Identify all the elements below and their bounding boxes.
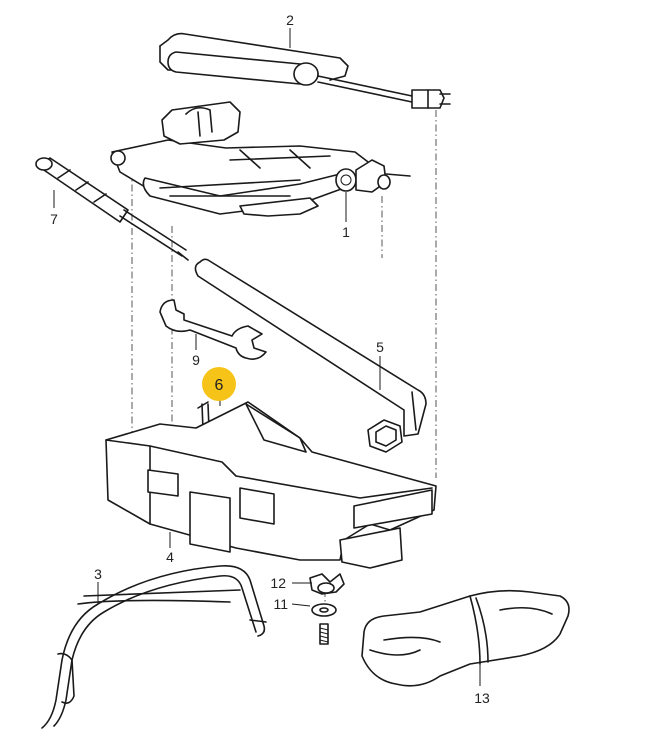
part-label-3[interactable]: 3 [94,566,102,582]
part-label-1[interactable]: 1 [342,224,350,240]
part-label-12[interactable]: 12 [270,575,286,591]
spanner-drawing [159,299,267,360]
wheel-brace-drawing [194,258,427,453]
part-label-7[interactable]: 7 [50,211,58,227]
screwdriver-drawing [35,157,189,261]
part-label-11[interactable]: 11 [273,596,288,612]
jack-handle-drawing [159,32,451,109]
part-label-2[interactable]: 2 [286,12,294,28]
part-labels: 2 1 7 9 5 6 4 3 12 11 13 [50,12,490,706]
part-label-9[interactable]: 9 [192,352,200,368]
part-label-4[interactable]: 4 [166,549,174,565]
part-label-13[interactable]: 13 [474,690,490,706]
fastener-drawing [309,573,345,645]
tool-tray-drawing [105,401,437,569]
leader-lines [53,28,481,686]
jack-drawing [110,101,411,217]
highlight-marker [202,367,236,401]
part-label-5[interactable]: 5 [376,339,384,355]
tool-bag-drawing [361,589,570,687]
spare-wheel-clamp-drawing [41,564,267,729]
part-label-6[interactable]: 6 [215,377,224,394]
